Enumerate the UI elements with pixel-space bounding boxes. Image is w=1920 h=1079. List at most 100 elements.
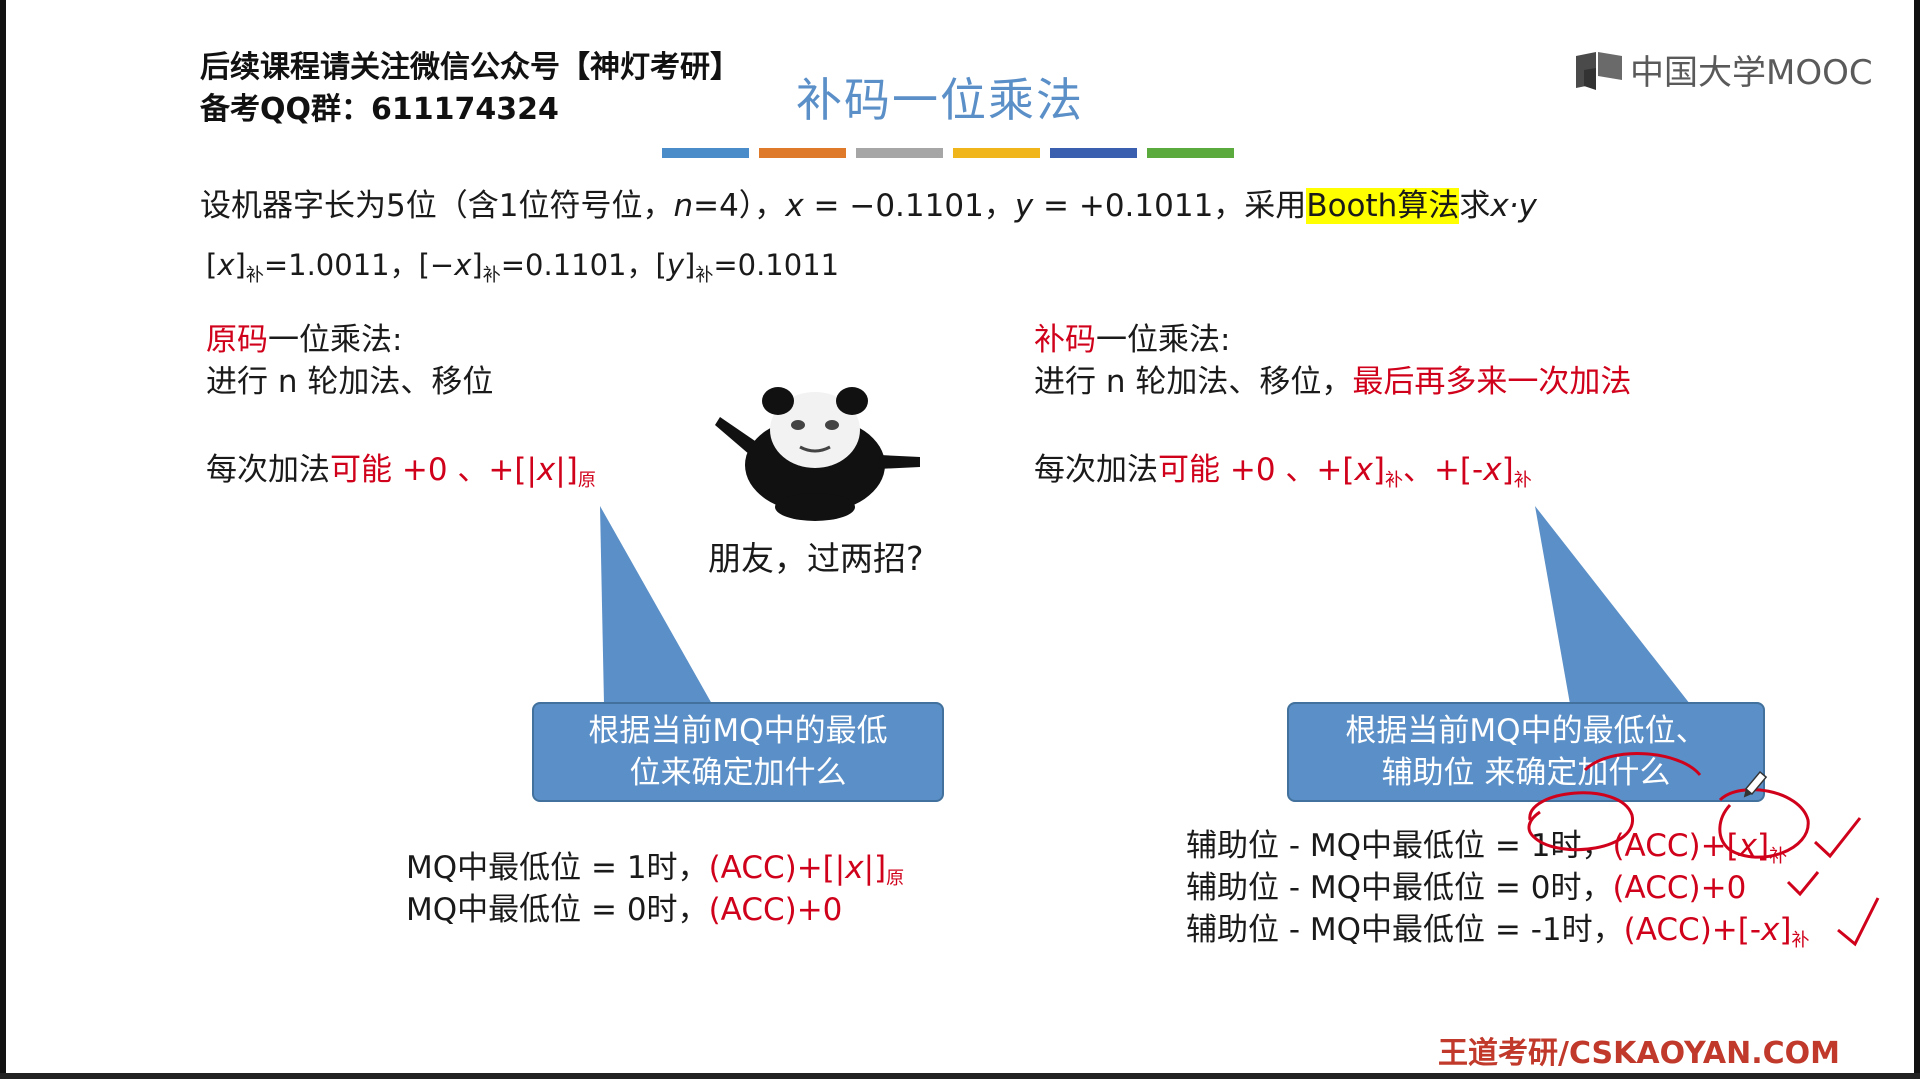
color-bar-segment bbox=[759, 148, 846, 158]
left-bubble-line2: 位来确定加什么 bbox=[629, 755, 847, 791]
left-heading: 原码一位乘法: bbox=[206, 314, 402, 359]
subscript-complement: 补 bbox=[482, 265, 501, 286]
slide-title: 补码一位乘法 bbox=[796, 73, 1084, 127]
x-complement-value: =1.0011， bbox=[263, 248, 419, 282]
bracket: [ bbox=[655, 248, 667, 282]
right-desc: 进行 n 轮加法、移位，最后再多来一次加法 bbox=[1034, 356, 1631, 401]
subscript-sign-magnitude: 原 bbox=[886, 868, 905, 889]
color-bar-segment bbox=[856, 148, 943, 158]
bracket: ] bbox=[1757, 828, 1770, 864]
color-bar-segment bbox=[1050, 148, 1137, 158]
problem-suffix: 求 bbox=[1459, 188, 1491, 224]
right-rule-3: 辅助位 - MQ中最低位 = -1时，(ACC)+[-x]补 bbox=[1186, 904, 1810, 952]
right-heading-red: 补码 bbox=[1034, 322, 1096, 358]
right-each-add: 每次加法可能 +0 、+[x]补、+[-x]补 bbox=[1034, 444, 1532, 492]
rule-prefix: 辅助位 - MQ中最低位 = -1时， bbox=[1186, 912, 1624, 948]
left-heading-red: 原码 bbox=[206, 322, 268, 358]
notice-wechat: 后续课程请关注微信公众号【神灯考研】 bbox=[200, 50, 740, 85]
panda-meme-icon bbox=[715, 387, 920, 521]
problem-statement: 设机器字长为5位（含1位符号位，n=4），x = −0.1101，y = +0.… bbox=[200, 180, 1537, 225]
right-rule-2: 辅助位 - MQ中最低位 = 0时，(ACC)+0 bbox=[1186, 862, 1746, 907]
right-bubble-line1: 根据当前MQ中的最低位、 bbox=[1345, 713, 1707, 749]
var-x: x bbox=[1483, 452, 1502, 488]
var-x: x bbox=[217, 248, 235, 282]
right-bubble-tail bbox=[1535, 506, 1690, 704]
title-color-bar bbox=[662, 148, 1234, 158]
var-x: x bbox=[1761, 912, 1780, 948]
video-frame-bottom bbox=[0, 1073, 1920, 1079]
mooc-book-icon bbox=[1576, 51, 1622, 90]
booth-highlight: Booth算法 bbox=[1306, 188, 1460, 224]
color-bar-segment bbox=[662, 148, 749, 158]
each-prefix: 每次加法 bbox=[206, 452, 330, 488]
subscript-complement: 补 bbox=[245, 265, 264, 286]
rule-red: (ACC)+0 bbox=[708, 892, 843, 928]
video-frame-right bbox=[1914, 0, 1920, 1079]
left-heading-rest: 一位乘法: bbox=[268, 322, 403, 358]
rule-prefix: MQ中最低位 = 1时， bbox=[406, 850, 709, 886]
footer-watermark: 王道考研/CSKAOYAN.COM bbox=[1438, 1036, 1840, 1071]
neg-x-complement-value: =0.1101， bbox=[500, 248, 656, 282]
var-x: x bbox=[845, 850, 864, 886]
problem-prefix: 设机器字长为5位（含1位符号位， bbox=[200, 188, 674, 224]
rule-prefix: 辅助位 - MQ中最低位 = 0时， bbox=[1186, 870, 1613, 906]
right-heading-rest: 一位乘法: bbox=[1096, 322, 1231, 358]
var-y: y bbox=[666, 248, 685, 282]
left-rule-1: MQ中最低位 = 1时，(ACC)+[|x|]原 bbox=[406, 842, 904, 890]
var-x: x bbox=[1738, 828, 1758, 864]
y-complement-value: =0.1011 bbox=[713, 248, 840, 282]
left-bubble-tail bbox=[600, 506, 712, 704]
color-bar-segment bbox=[953, 148, 1040, 158]
video-frame-left bbox=[0, 0, 6, 1079]
right-desc-red: 最后再多来一次加法 bbox=[1352, 364, 1632, 400]
mooc-brand-text: 中国大学MOOC bbox=[1630, 53, 1873, 93]
left-desc: 进行 n 轮加法、移位 bbox=[206, 364, 494, 400]
right-heading: 补码一位乘法: bbox=[1034, 314, 1230, 359]
subscript-complement: 补 bbox=[1384, 470, 1403, 491]
left-rule-2: MQ中最低位 = 0时，(ACC)+0 bbox=[406, 884, 842, 929]
each-red: 可能 +0 、+[| bbox=[330, 452, 537, 488]
var-n: n bbox=[673, 188, 694, 224]
each-prefix: 每次加法 bbox=[1034, 452, 1158, 488]
subscript-complement: 补 bbox=[1513, 470, 1532, 491]
bracket: ] bbox=[1779, 912, 1792, 948]
var-x: x bbox=[536, 452, 556, 488]
subscript-complement: 补 bbox=[695, 265, 714, 286]
x-value: = −0.1101， bbox=[803, 188, 1015, 224]
rule-red: (ACC)+[| bbox=[708, 850, 846, 886]
check-mark-3 bbox=[1837, 897, 1880, 947]
rule-red: (ACC)+0 bbox=[1612, 870, 1747, 906]
right-rule-1: 辅助位 - MQ中最低位 = 1时，(ACC)+[x]补 bbox=[1186, 820, 1787, 868]
notice-qq-group: 备考QQ群：611174324 bbox=[200, 92, 559, 127]
bracket: [− bbox=[418, 248, 455, 282]
subscript-sign-magnitude: 原 bbox=[577, 470, 596, 491]
bracket: ] bbox=[234, 248, 246, 282]
color-bar-segment bbox=[1147, 148, 1234, 158]
meme-caption: 朋友，过两招? bbox=[708, 539, 924, 578]
each-red: 可能 +0 、+[ bbox=[1158, 452, 1355, 488]
rule-prefix: 辅助位 - MQ中最低位 = 1时， bbox=[1186, 828, 1613, 864]
left-each-add: 每次加法可能 +0 、+[|x|]原 bbox=[206, 444, 596, 492]
rule-prefix: MQ中最低位 = 0时， bbox=[406, 892, 709, 928]
check-mark-1 bbox=[1813, 817, 1862, 859]
complement-values: [x]补=1.0011，[−x]补=0.1101，[y]补=0.1011 bbox=[206, 242, 839, 287]
var-y: y bbox=[1014, 188, 1034, 224]
right-callout-bubble: 根据当前MQ中的最低位、 辅助位 来确定加什么 bbox=[1287, 702, 1765, 802]
left-callout-bubble: 根据当前MQ中的最低 位来确定加什么 bbox=[532, 702, 944, 802]
var-x: x bbox=[1354, 452, 1373, 488]
each-red: 、+[- bbox=[1402, 452, 1484, 488]
subscript-complement: 补 bbox=[1791, 930, 1810, 951]
bracket: ] bbox=[684, 248, 696, 282]
right-desc-text: 进行 n 轮加法、移位， bbox=[1034, 364, 1353, 400]
var-x: x bbox=[785, 188, 804, 224]
bracket: ] bbox=[1501, 452, 1514, 488]
bracket: [ bbox=[206, 248, 218, 282]
left-bubble-line1: 根据当前MQ中的最低 bbox=[588, 713, 888, 749]
var-x: x bbox=[454, 248, 472, 282]
right-bubble-line2: 辅助位 来确定加什么 bbox=[1381, 755, 1671, 791]
var-xy: x·y bbox=[1490, 188, 1537, 224]
each-red: |] bbox=[555, 452, 578, 488]
bracket: ] bbox=[1372, 452, 1385, 488]
n-value: =4）， bbox=[693, 188, 786, 224]
y-value: = +0.1011，采用 bbox=[1033, 188, 1307, 224]
